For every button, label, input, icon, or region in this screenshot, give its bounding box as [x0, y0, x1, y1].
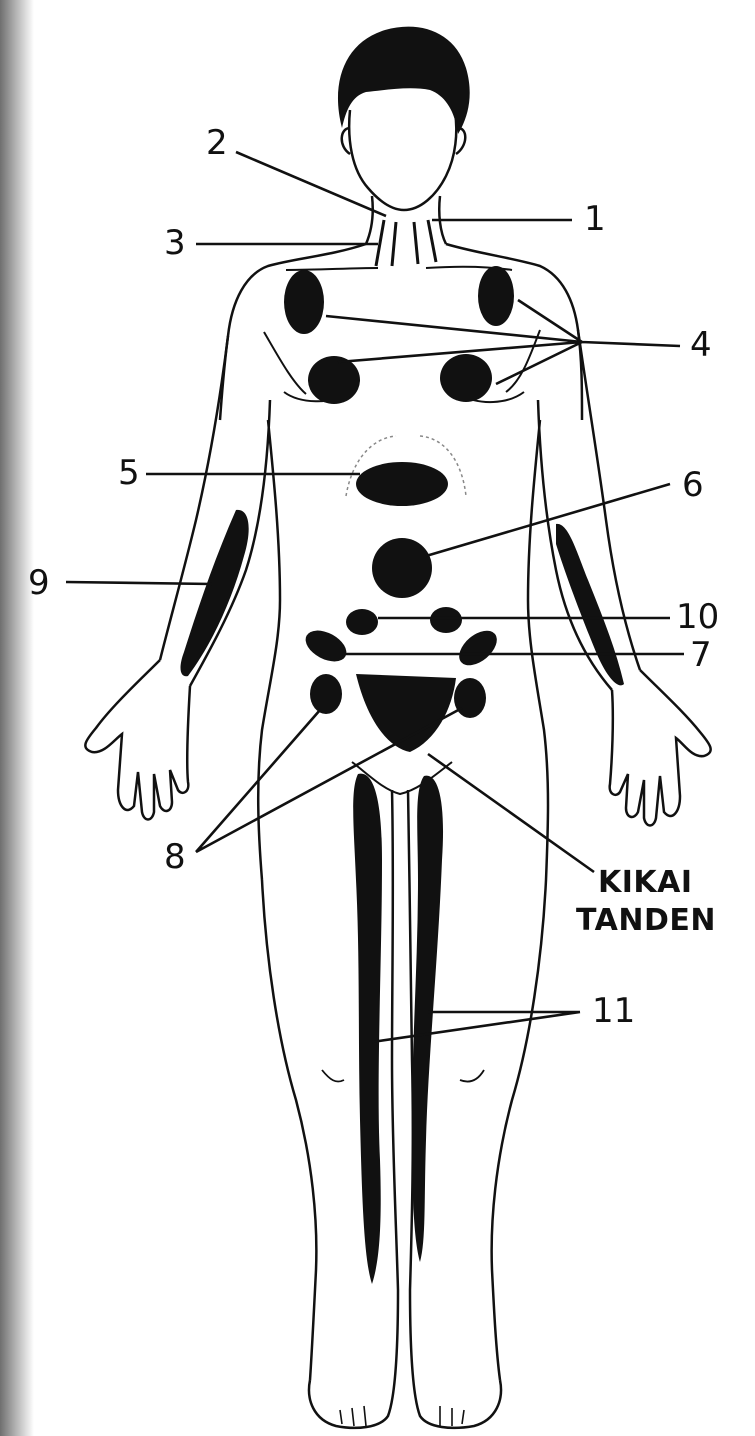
- area-10-left: [346, 609, 378, 635]
- area-5-solar-plexus: [356, 462, 448, 506]
- label-7: 7: [690, 638, 712, 672]
- target-areas: [181, 266, 624, 1284]
- area-7-left: [300, 624, 351, 668]
- label-kikai: KIKAI: [598, 868, 693, 898]
- area-4-shoulder-left: [284, 270, 324, 334]
- leg-right-outer: [492, 880, 546, 1380]
- scan-edge-shadow: [0, 0, 34, 1436]
- neck-tendons: [376, 220, 436, 266]
- collarbones: [286, 267, 512, 270]
- area-8-left: [310, 674, 342, 714]
- head: [349, 110, 456, 210]
- foot-left: [309, 1290, 398, 1428]
- area-kikai-tanden: [356, 674, 456, 752]
- area-4-chest-left: [308, 356, 360, 404]
- label-tanden: TANDEN: [576, 906, 716, 936]
- leader-9: [66, 582, 212, 584]
- area-9-forearm-left: [181, 510, 249, 676]
- area-7-right: [453, 624, 503, 672]
- label-8: 8: [164, 840, 186, 874]
- hair: [338, 27, 470, 134]
- toes: [340, 1406, 464, 1426]
- label-3: 3: [164, 226, 186, 260]
- area-8-right: [454, 678, 486, 718]
- label-4: 4: [690, 328, 712, 362]
- area-10-right: [430, 607, 462, 633]
- label-11: 11: [592, 994, 635, 1028]
- area-4-chest-right: [440, 354, 492, 402]
- leg-left-outer: [262, 880, 316, 1380]
- area-6-abdomen: [372, 538, 432, 598]
- label-5: 5: [118, 456, 140, 490]
- area-4-shoulder-right: [478, 266, 514, 326]
- knee-marks: [322, 1070, 484, 1082]
- area-11-thigh-left: [353, 774, 382, 1284]
- label-6: 6: [682, 468, 704, 502]
- hand-left: [85, 660, 190, 820]
- area-11-thigh-right: [412, 776, 443, 1262]
- chest-line-right: [506, 330, 540, 392]
- chest-line-left: [264, 332, 306, 394]
- leader-6: [426, 484, 670, 556]
- foot-right: [410, 1290, 501, 1428]
- leader-kikai-tanden: [428, 754, 594, 872]
- label-10: 10: [676, 600, 719, 634]
- leg-inner: [392, 790, 413, 1290]
- label-2: 2: [206, 126, 228, 160]
- label-1: 1: [584, 202, 606, 236]
- hand-right: [610, 670, 711, 826]
- leader-11: [372, 1012, 580, 1042]
- label-9: 9: [28, 566, 50, 600]
